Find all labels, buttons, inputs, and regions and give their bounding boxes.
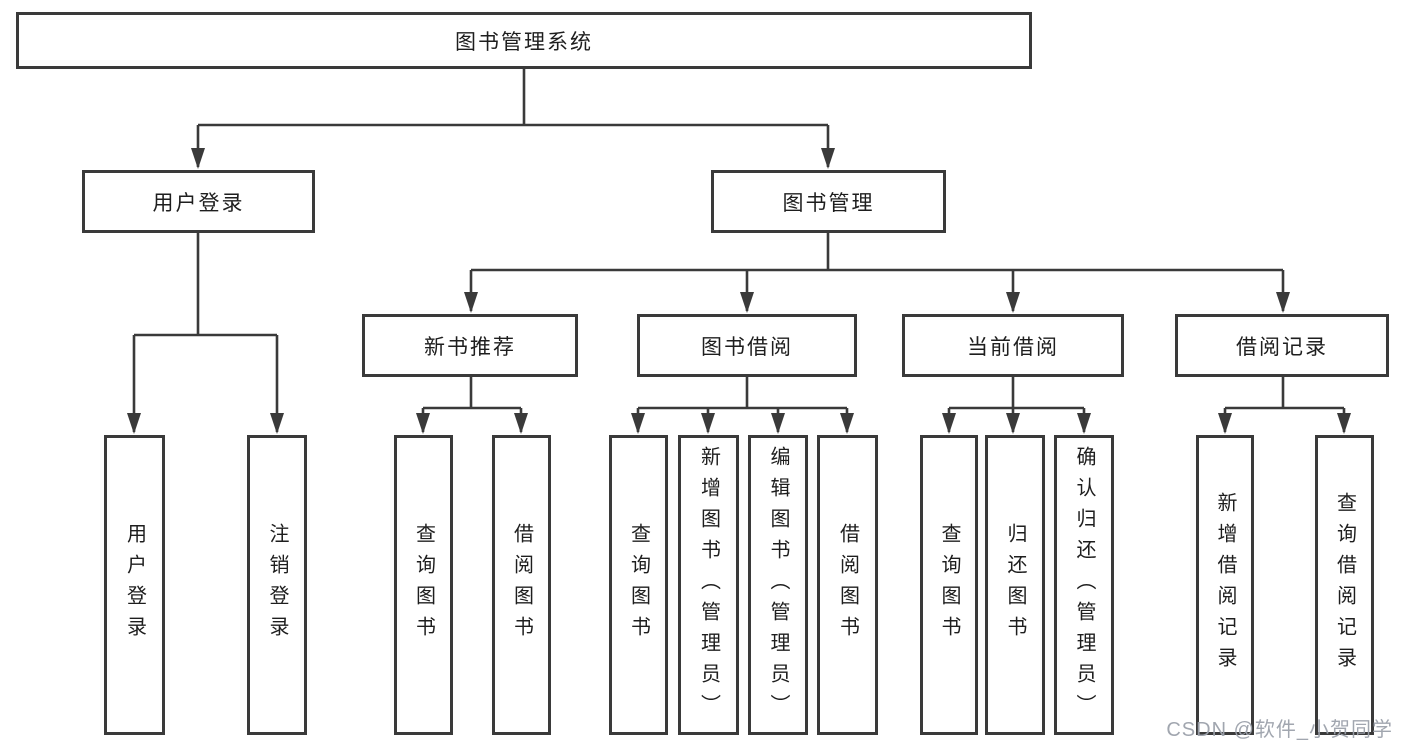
- node-book-management: 图书管理: [711, 170, 946, 233]
- node-label: 当前借阅: [967, 335, 1059, 359]
- leaf-return-books: 归还图书: [985, 435, 1045, 735]
- leaf-query-books-borrowing: 查询图书: [609, 435, 668, 735]
- leaf-label: 查询借阅记录: [1333, 492, 1356, 678]
- watermark: CSDN @软件_小贺同学: [1166, 719, 1393, 741]
- leaf-label: 查询图书: [412, 523, 435, 647]
- leaf-label: 借阅图书: [836, 523, 859, 647]
- node-borrowing-records: 借阅记录: [1175, 314, 1389, 377]
- leaf-label: 确认归还（管理员）: [1073, 445, 1095, 725]
- node-label: 用户登录: [152, 191, 245, 215]
- leaf-label: 注销登录: [266, 523, 288, 647]
- arrowheads: [127, 148, 1351, 434]
- leaf-label: 新增图书（管理员）: [697, 445, 720, 725]
- node-label: 新书推荐: [424, 335, 516, 359]
- node-label: 图书管理系统: [455, 30, 593, 54]
- node-new-book-recommendation: 新书推荐: [362, 314, 578, 377]
- leaf-label: 归还图书: [1004, 523, 1026, 647]
- node-current-borrowing: 当前借阅: [902, 314, 1124, 377]
- node-label: 借阅记录: [1236, 335, 1328, 359]
- connector-paths: [132, 69, 1346, 432]
- leaf-label: 新增借阅记录: [1214, 492, 1236, 678]
- node-user-login: 用户登录: [82, 170, 315, 233]
- node-book-borrowing: 图书借阅: [637, 314, 857, 377]
- leaf-add-book-admin: 新增图书（管理员）: [678, 435, 739, 735]
- leaf-label: 查询图书: [938, 523, 960, 647]
- leaf-user-login: 用户登录: [104, 435, 165, 735]
- leaf-confirm-return-admin: 确认归还（管理员）: [1054, 435, 1114, 735]
- leaf-query-books-recommend: 查询图书: [394, 435, 453, 735]
- leaf-query-books-current: 查询图书: [920, 435, 978, 735]
- leaf-borrow-books-borrowing: 借阅图书: [817, 435, 878, 735]
- leaf-query-borrow-record: 查询借阅记录: [1315, 435, 1374, 735]
- leaf-label: 借阅图书: [510, 523, 533, 647]
- node-root: 图书管理系统: [16, 12, 1032, 69]
- leaf-label: 查询图书: [627, 523, 650, 647]
- leaf-add-borrow-record: 新增借阅记录: [1196, 435, 1254, 735]
- leaf-label: 用户登录: [123, 523, 146, 647]
- leaf-label: 编辑图书（管理员）: [767, 445, 789, 725]
- node-label: 图书管理: [782, 191, 875, 215]
- leaf-borrow-books-recommend: 借阅图书: [492, 435, 551, 735]
- node-label: 图书借阅: [701, 335, 793, 359]
- leaf-logout: 注销登录: [247, 435, 307, 735]
- leaf-edit-book-admin: 编辑图书（管理员）: [748, 435, 808, 735]
